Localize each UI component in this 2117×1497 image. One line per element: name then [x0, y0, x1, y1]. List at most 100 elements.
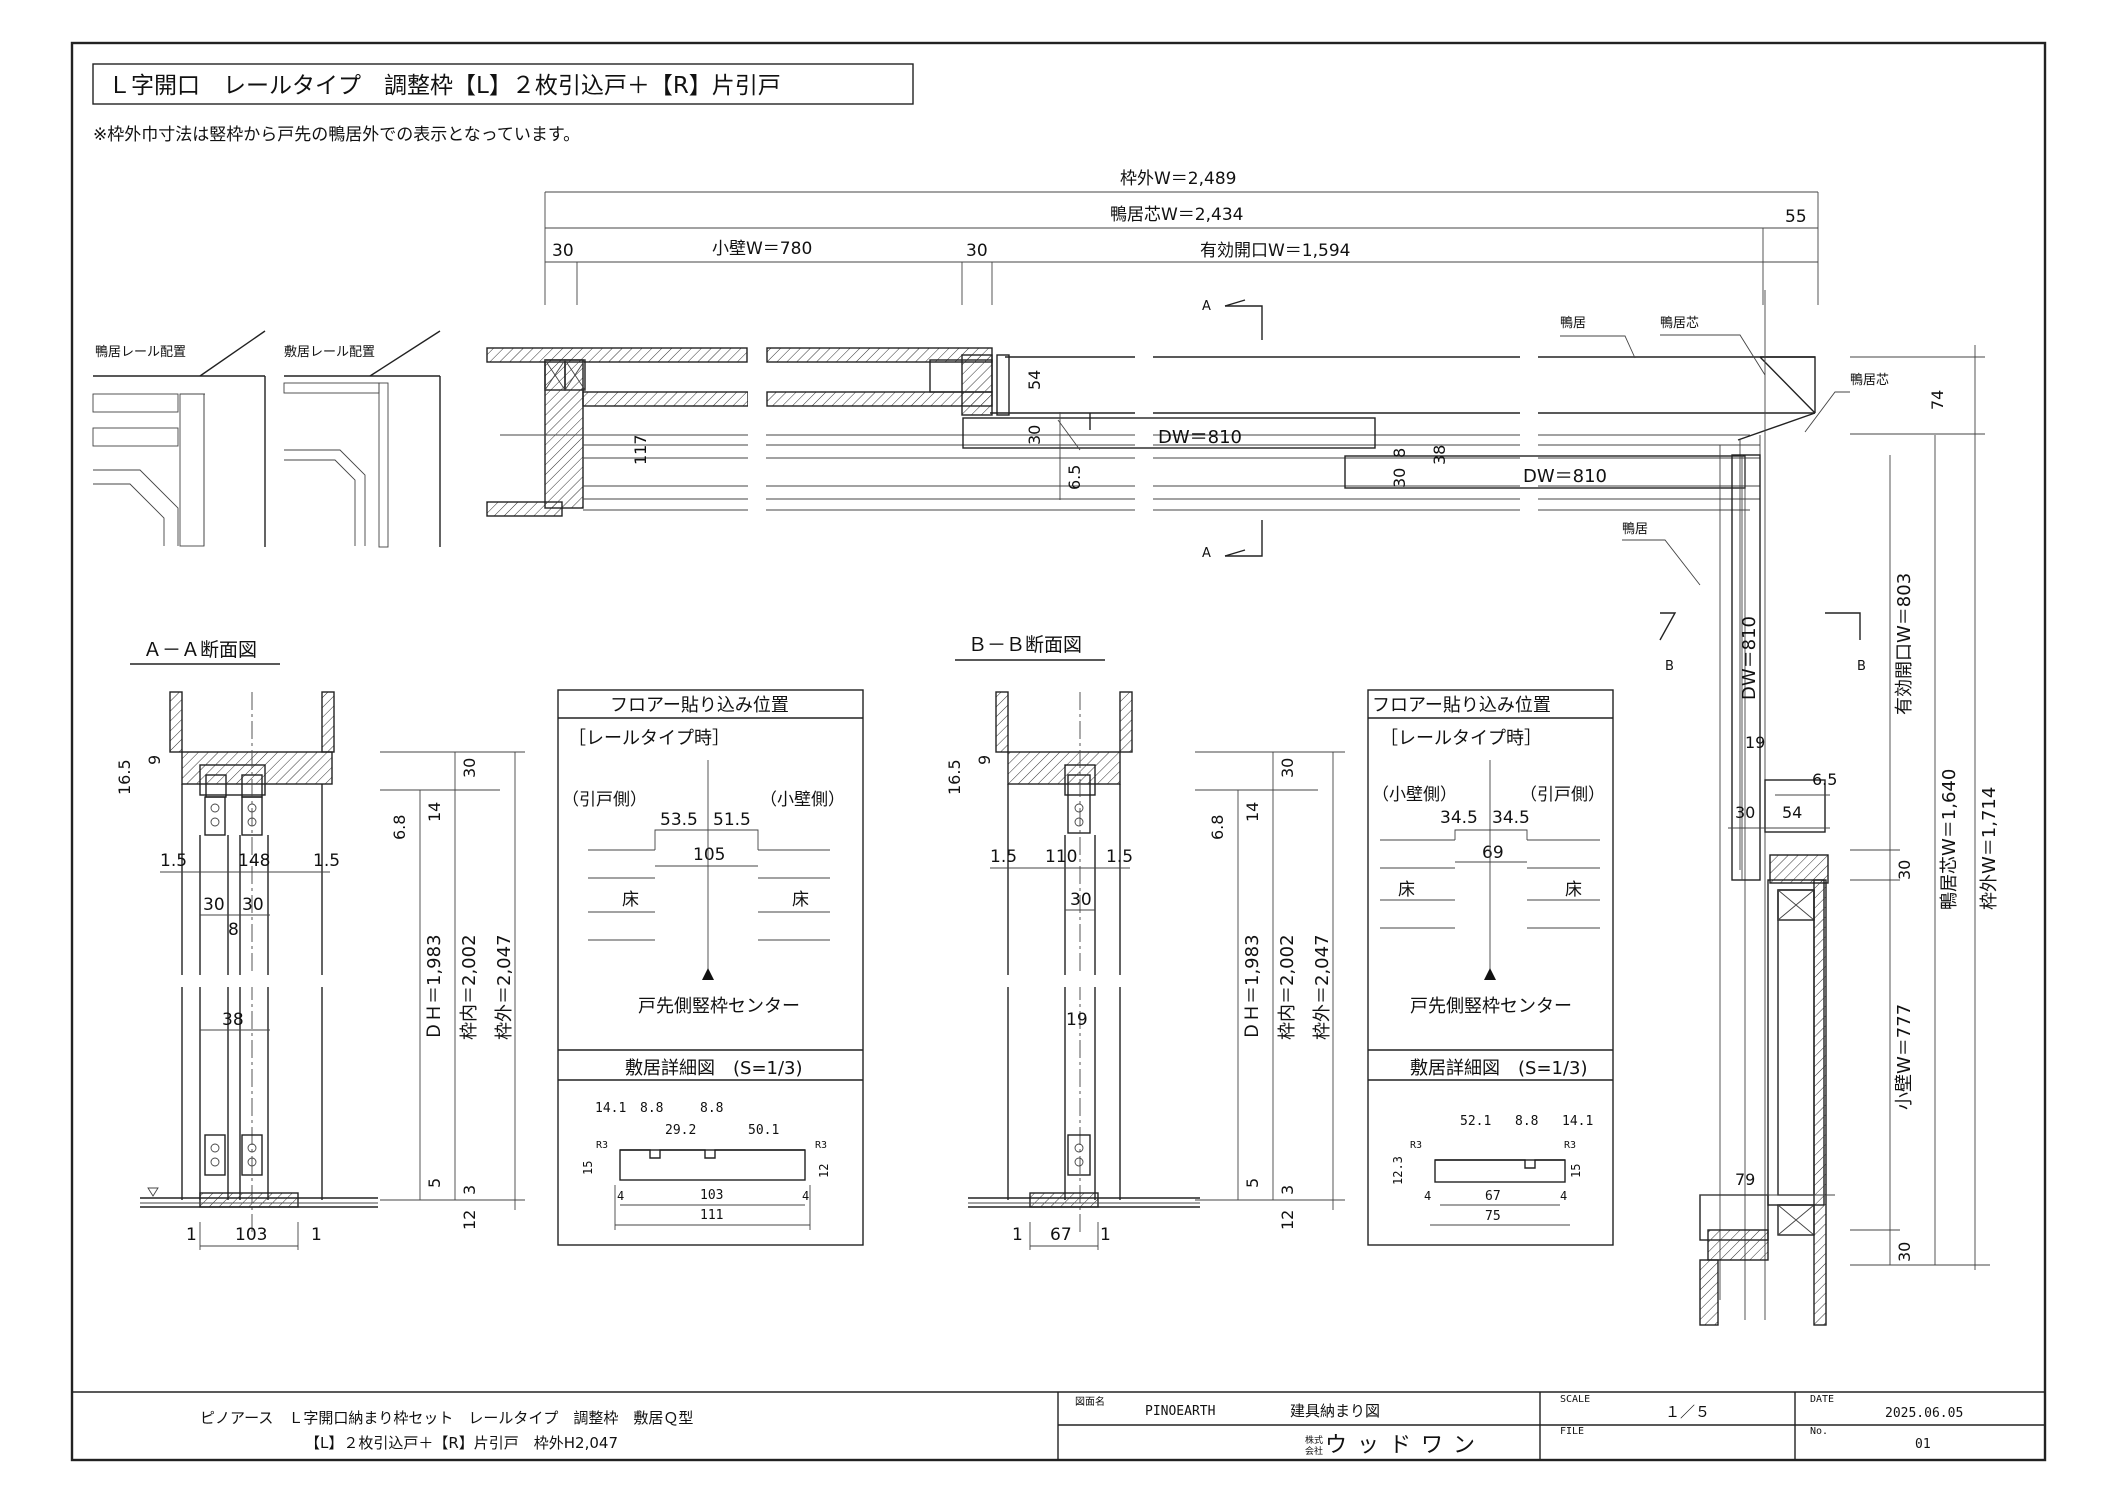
shiki-a-88b: 8.8 [700, 1101, 723, 1116]
sec-a-b1b: 1 [311, 1225, 322, 1245]
sec-b-dh: ＤＨ＝1,983 [1242, 934, 1263, 1040]
plan-dim-74: 74 [1928, 390, 1947, 410]
section-b-right: B [1857, 659, 1866, 674]
plan-kamoishin-2: 鴨居芯 [1850, 373, 1889, 388]
dim-30a: 30 [552, 241, 574, 261]
tb-kabu-2: 会社 [1305, 1445, 1323, 1457]
floor-b-header: フロアー貼り込み位置 [1372, 695, 1551, 716]
side-dim-65: 6.5 [1812, 770, 1837, 789]
dim-55: 55 [1785, 207, 1807, 227]
side-opening: 有効開口W＝803 [1894, 573, 1915, 715]
sec-b-30b: 30 [1070, 890, 1092, 910]
sec-b-110: 110 [1045, 847, 1077, 867]
side-dw: DW＝810 [1739, 616, 1760, 700]
tb-date: 2025.06.05 [1885, 1406, 1963, 1421]
plan-dim-54: 54 [1025, 370, 1044, 390]
side-outer: 枠外W＝1,714 [1979, 787, 2000, 910]
plan-kamoishin-1: 鴨居芯 [1660, 316, 1699, 331]
plan-kamoi-1: 鴨居 [1560, 316, 1586, 331]
plan-dim-30d: 30 [1390, 468, 1409, 488]
shiki-a-111: 111 [700, 1208, 723, 1223]
plan-dw2: DW＝810 [1523, 466, 1607, 487]
shiki-a-r3b: R3 [815, 1140, 827, 1151]
plan-dim-38: 38 [1430, 445, 1449, 465]
rail-kamoi-label: 鴨居レール配置 [95, 345, 186, 360]
shiki-a-141: 14.1 [595, 1101, 626, 1116]
plan-kamoi-2: 鴨居 [1622, 522, 1648, 537]
shiki-a-501: 50.1 [748, 1123, 779, 1138]
floor-b-sub: ［レールタイプ時］ [1380, 728, 1542, 749]
floor-b-floor-l: 床 [1398, 880, 1415, 900]
sec-a-15b: 1.5 [313, 851, 340, 871]
sec-b-b1b: 1 [1100, 1225, 1111, 1245]
shiki-b-123: 12.3 [1391, 1156, 1405, 1185]
sec-a-outer: 枠外＝2,047 [494, 934, 515, 1040]
tb-zumen-2: 建具納まり図 [1290, 1402, 1380, 1420]
shiki-b-75: 75 [1485, 1209, 1501, 1224]
floor-a-left: （引戸側） [562, 790, 647, 810]
tb-zumen: PINOEARTH [1145, 1404, 1215, 1419]
plan-dim-65: 6.5 [1065, 465, 1084, 490]
sec-a-38: 38 [222, 1010, 244, 1030]
side-center: 鴨居芯W＝1,640 [1939, 769, 1960, 910]
sec-a-8: 8 [228, 920, 239, 940]
shiki-b-r3b: R3 [1564, 1140, 1576, 1151]
floor-b-right: （引戸側） [1520, 785, 1605, 805]
dim-30b: 30 [966, 241, 988, 261]
sec-b-15a: 1.5 [990, 847, 1017, 867]
plan-dim-117: 117 [631, 434, 650, 465]
sec-a-68: 6.8 [390, 815, 409, 840]
sec-a-12: 12 [460, 1210, 479, 1230]
shiki-a-103: 103 [700, 1188, 723, 1203]
tb-company: ウッドワン [1325, 1433, 1485, 1458]
tb-desc-2: 【L】２枚引込戸＋【R】片引戸 枠外H2,047 [305, 1434, 618, 1452]
floor-a-total: 105 [693, 845, 725, 865]
section-b-title: Ｂ－Ｂ断面図 [968, 634, 1082, 656]
section-a-top: A [1202, 299, 1211, 314]
floor-a-detail: 敷居詳細図 (S=1/3) [625, 1058, 803, 1079]
floor-b-v2: 34.5 [1492, 808, 1530, 828]
sec-b-b1a: 1 [1012, 1225, 1023, 1245]
side-dim-30b: 30 [1895, 860, 1914, 880]
floor-a-floor-r: 床 [792, 890, 809, 910]
floor-b-total: 69 [1482, 843, 1504, 863]
sec-a-30a: 30 [203, 895, 225, 915]
rail-shiki-label: 敷居レール配置 [284, 345, 375, 360]
sec-b-19: 19 [1066, 1010, 1088, 1030]
dim-kokabe: 小壁W＝780 [712, 239, 812, 259]
floor-a-sub: ［レールタイプ時］ [568, 728, 730, 749]
floor-a-right: （小壁側） [760, 790, 845, 810]
side-dim-30: 30 [1735, 803, 1755, 822]
sec-b-3: 3 [1278, 1185, 1297, 1195]
section-b-left: B [1665, 659, 1674, 674]
floor-position-a: フロアー貼り込み位置 ［レールタイプ時］ （引戸側） （小壁側） 53.5 51… [557, 689, 864, 1246]
sec-b-9: 9 [975, 755, 994, 765]
shiki-a-88a: 8.8 [640, 1101, 663, 1116]
floor-b-left: （小壁側） [1372, 785, 1457, 805]
shiki-b-15: 15 [1569, 1164, 1583, 1178]
rail-shiki-diagram: 敷居レール配置 [283, 330, 441, 548]
section-a: Ａ－Ａ断面図 16.5 9 6.8 14 [115, 639, 525, 1250]
shiki-b-4b: 4 [1560, 1189, 1567, 1203]
sec-a-9: 9 [145, 755, 164, 765]
shiki-b-4a: 4 [1424, 1189, 1431, 1203]
title-block: ピノアース Ｌ字開口納まり枠セット レールタイプ 調整枠 敷居Ｑ型 【L】２枚引… [72, 1391, 2045, 1460]
sec-b-b67: 67 [1050, 1225, 1072, 1245]
sec-a-30b: 30 [242, 895, 264, 915]
sec-a-b103: 103 [235, 1225, 267, 1245]
side-dim-79: 79 [1735, 1170, 1755, 1189]
shiki-b-67: 67 [1485, 1189, 1501, 1204]
tb-desc-1: ピノアース Ｌ字開口納まり枠セット レールタイプ 調整枠 敷居Ｑ型 [200, 1409, 693, 1427]
side-dim-54: 54 [1782, 803, 1802, 822]
dim-outer-width: 枠外W＝2,489 [1120, 169, 1236, 189]
shiki-a-r3a: R3 [596, 1140, 608, 1151]
sec-a-15a: 1.5 [160, 851, 187, 871]
sec-a-3: 3 [460, 1185, 479, 1195]
shiki-b-88: 8.8 [1515, 1114, 1538, 1129]
tb-file-label: FILE [1560, 1426, 1584, 1437]
tb-kabu-1: 株式 [1305, 1434, 1323, 1446]
tb-scale-label: SCALE [1560, 1394, 1590, 1405]
sec-b-12: 12 [1278, 1210, 1297, 1230]
general-note: ※枠外巾寸法は竪枠から戸先の鴨居外での表示となっています。 [93, 125, 580, 145]
